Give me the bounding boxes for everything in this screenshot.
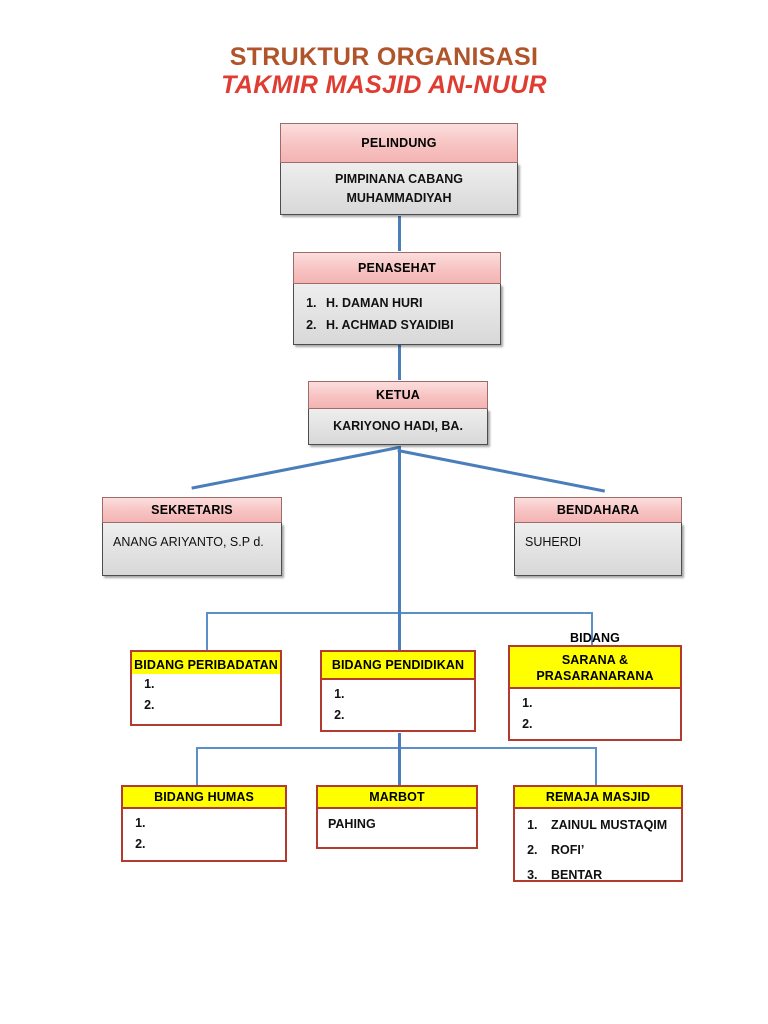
connector-drop-remaja [595, 747, 597, 785]
node-sekretaris-body: ANANG ARIYANTO, S.P d. [102, 523, 282, 576]
list-item [158, 695, 280, 716]
node-bidang-pendidikan-body [320, 680, 476, 732]
node-bidang-pendidikan-header: BIDANG PENDIDIKAN [320, 650, 476, 680]
node-bidang-sarana-body [508, 689, 682, 741]
list-item: H. DAMAN HURI [320, 292, 454, 314]
node-ketua-line-1: KARIYONO HADI, BA. [333, 419, 463, 433]
title-line-2: TAKMIR MASJID AN-NUUR [221, 71, 547, 99]
node-bidang-sarana-header: BIDANG SARANA & PRASARANARANA [508, 631, 682, 689]
node-bidang-sarana-header-line-2: PRASARANARANA [536, 669, 654, 683]
node-bidang-humas-body [121, 809, 287, 862]
node-bidang-peribadatan-body [130, 674, 282, 726]
node-bidang-humas-header: BIDANG HUMAS [121, 785, 287, 809]
node-remaja-masjid-list: ZAINUL MUSTAQIM ROFI’ BENTAR [515, 809, 681, 888]
node-penasehat-header: PENASEHAT [293, 252, 501, 284]
connector-penasehat-ketua [398, 345, 401, 380]
node-bidang-sarana-header-line-0: BIDANG [570, 631, 620, 645]
node-remaja-masjid-body: ZAINUL MUSTAQIM ROFI’ BENTAR [513, 809, 683, 882]
node-marbot-header: MARBOT [316, 785, 478, 809]
connector-ketua-sekretaris [191, 446, 399, 490]
node-remaja-masjid-header: REMAJA MASJID [513, 785, 683, 809]
list-item [149, 834, 285, 855]
node-pelindung-line-2: MUHAMMADIYAH [346, 190, 452, 205]
node-bidang-pendidikan-list [322, 680, 474, 726]
connector-drop-sarana [591, 612, 593, 645]
list-item [536, 714, 680, 735]
node-sekretaris-header: SEKRETARIS [102, 497, 282, 523]
node-bidang-humas-list [123, 809, 285, 855]
node-pelindung-header: PELINDUNG [280, 123, 518, 163]
node-remaja-masjid[interactable]: REMAJA MASJID ZAINUL MUSTAQIM ROFI’ BENT… [513, 785, 683, 882]
node-marbot[interactable]: MARBOT PAHING [316, 785, 478, 849]
node-bidang-sarana-header-line-1: SARANA & [561, 653, 629, 667]
list-item [348, 705, 474, 726]
node-bendahara-line-1: SUHERDI [525, 535, 582, 549]
connector-drop-humas [196, 747, 198, 785]
node-bidang-sarana-prasarana[interactable]: BIDANG SARANA & PRASARANARANA [508, 631, 682, 741]
node-bidang-peribadatan-list [132, 674, 280, 716]
list-item: BENTAR [541, 863, 681, 888]
connector-drop-pendidikan [398, 612, 401, 651]
node-bidang-humas[interactable]: BIDANG HUMAS [121, 785, 287, 862]
connector-pelindung-penasehat [398, 216, 401, 251]
node-marbot-body: PAHING [316, 809, 478, 849]
node-ketua[interactable]: KETUA KARIYONO HADI, BA. [308, 381, 488, 445]
list-item: H. ACHMAD SYAIDIBI [320, 314, 454, 336]
node-bendahara[interactable]: BENDAHARA SUHERDI [514, 497, 682, 576]
node-pelindung-body: PIMPINANA CABANG MUHAMMADIYAH [280, 163, 518, 215]
node-pelindung[interactable]: PELINDUNG PIMPINANA CABANG MUHAMMADIYAH [280, 123, 518, 215]
list-item [149, 813, 285, 834]
list-item [348, 684, 474, 705]
node-bidang-peribadatan[interactable]: BIDANG PERIBADATAN [130, 650, 282, 726]
connector-ketua-bendahara [397, 449, 606, 493]
node-marbot-line-1: PAHING [328, 817, 376, 831]
node-bendahara-header: BENDAHARA [514, 497, 682, 523]
title-line-1: STRUKTUR ORGANISASI [229, 43, 539, 71]
connector-drop-marbot [398, 747, 401, 785]
node-penasehat[interactable]: PENASEHAT H. DAMAN HURI H. ACHMAD SYAIDI… [293, 252, 501, 345]
list-item: ZAINUL MUSTAQIM [541, 813, 681, 838]
connector-ketua-trunk [398, 446, 401, 613]
node-ketua-body: KARIYONO HADI, BA. [308, 409, 488, 445]
page-title: STRUKTUR ORGANISASI TAKMIR MASJID AN-NUU… [0, 44, 768, 100]
node-bidang-sarana-list [510, 689, 680, 735]
connector-bus-row2 [196, 747, 596, 749]
list-item [536, 693, 680, 714]
node-penasehat-body: H. DAMAN HURI H. ACHMAD SYAIDIBI [293, 284, 501, 345]
connector-pendidikan-trunk [398, 733, 401, 747]
node-pelindung-line-1: PIMPINANA CABANG [334, 171, 463, 186]
list-item: ROFI’ [541, 838, 681, 863]
node-bidang-pendidikan[interactable]: BIDANG PENDIDIKAN [320, 650, 476, 732]
node-ketua-header: KETUA [308, 381, 488, 409]
node-penasehat-list: H. DAMAN HURI H. ACHMAD SYAIDIBI [294, 292, 454, 336]
node-sekretaris-line-1: ANANG ARIYANTO, S.P d. [113, 535, 264, 549]
node-bendahara-body: SUHERDI [514, 523, 682, 576]
connector-drop-peribadatan [206, 612, 208, 651]
node-sekretaris[interactable]: SEKRETARIS ANANG ARIYANTO, S.P d. [102, 497, 282, 576]
list-item [158, 674, 280, 695]
